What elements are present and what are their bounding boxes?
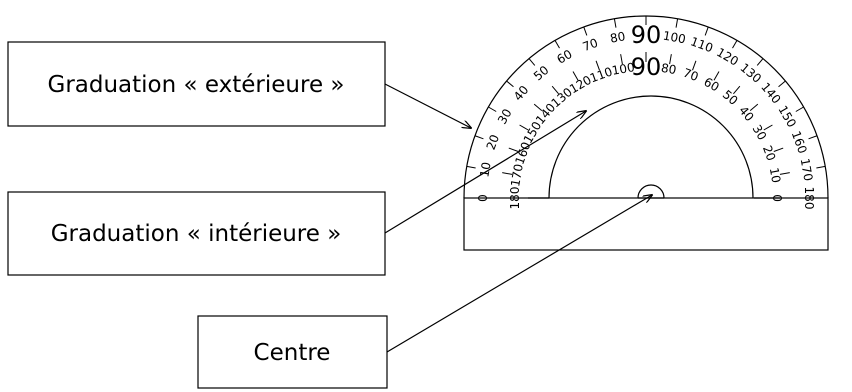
outer-tick-50 xyxy=(756,58,764,66)
protractor-inner-arc xyxy=(548,95,754,199)
outer-tick-130 xyxy=(528,58,536,66)
inner-tick-60 xyxy=(713,71,720,81)
inner-label-40: 40 xyxy=(736,103,757,124)
inner-tick-150 xyxy=(519,124,529,131)
inner-label-170: 170 xyxy=(508,163,526,188)
inner-tick-170 xyxy=(502,172,513,175)
outer-label-40: 40 xyxy=(511,83,532,104)
outer-tick-120 xyxy=(554,40,560,49)
inner-tick-120 xyxy=(572,71,579,81)
outer-label-170: 170 xyxy=(798,157,816,182)
inner-tick-40 xyxy=(749,103,759,111)
outer-tick-30 xyxy=(795,106,804,112)
inner-tick-30 xyxy=(763,124,773,131)
inner-tick-10 xyxy=(779,172,790,175)
inner-tick-110 xyxy=(595,60,600,71)
outer-label-120: 120 xyxy=(714,45,741,69)
arrow-inner xyxy=(384,111,586,234)
outer-label-110: 110 xyxy=(689,34,715,55)
label-outer-text: Graduation « extérieure » xyxy=(48,72,345,98)
outer-label-60: 60 xyxy=(554,47,574,67)
label-center-text: Centre xyxy=(254,340,331,366)
arrow-center xyxy=(386,195,652,353)
inner-label-100: 100 xyxy=(611,60,636,78)
inner-label-90: 90 xyxy=(631,53,662,81)
arrow-outer xyxy=(384,83,471,128)
outer-tick-60 xyxy=(732,40,738,49)
outer-label-130: 130 xyxy=(738,60,765,85)
inner-tick-70 xyxy=(692,60,697,71)
inner-label-70: 70 xyxy=(681,66,700,84)
inner-label-20: 20 xyxy=(760,144,778,163)
inner-label-180: 180 xyxy=(508,187,522,210)
protractor-center-mark xyxy=(637,184,665,199)
inner-label-80: 80 xyxy=(660,61,677,77)
tick-marks xyxy=(464,16,828,199)
outer-label-0: 0 xyxy=(476,194,490,202)
outer-tick-110 xyxy=(583,26,588,36)
inner-label-50: 50 xyxy=(720,87,741,108)
inner-tick-20 xyxy=(773,147,784,152)
label-box-center: Centre xyxy=(197,315,388,389)
outer-label-90: 90 xyxy=(631,21,662,49)
outer-tick-20 xyxy=(808,135,818,140)
inner-tick-100 xyxy=(620,54,623,65)
outer-label-70: 70 xyxy=(581,36,600,54)
inner-tick-160 xyxy=(508,147,519,152)
label-box-inner: Graduation « intérieure » xyxy=(7,191,386,276)
outer-label-20: 20 xyxy=(484,133,502,152)
outer-tick-70 xyxy=(704,26,709,36)
outer-tick-160 xyxy=(474,135,484,140)
outer-tick-170 xyxy=(466,165,476,169)
outer-label-140: 140 xyxy=(758,80,783,107)
outer-label-50: 50 xyxy=(531,63,552,84)
label-box-outer: Graduation « extérieure » xyxy=(7,41,386,127)
inner-label-60: 60 xyxy=(701,75,721,95)
outer-label-30: 30 xyxy=(495,106,515,126)
outer-tick-100 xyxy=(613,18,617,28)
inner-tick-140 xyxy=(533,103,543,111)
inner-tick-80 xyxy=(669,54,672,65)
outer-label-80: 80 xyxy=(609,29,626,45)
inner-label-10: 10 xyxy=(767,167,783,184)
outer-tick-10 xyxy=(816,165,826,169)
outer-tick-40 xyxy=(778,80,786,88)
outer-label-150: 150 xyxy=(775,103,799,130)
inner-label-0: 0 xyxy=(770,194,784,202)
pointer-arrows xyxy=(384,83,652,353)
outer-tick-80 xyxy=(675,18,679,28)
outer-tick-150 xyxy=(488,106,497,112)
outer-label-100: 100 xyxy=(662,29,687,47)
outer-tick-140 xyxy=(506,80,514,88)
outer-label-180: 180 xyxy=(802,187,816,210)
inner-tick-50 xyxy=(733,85,741,95)
label-inner-text: Graduation « intérieure » xyxy=(51,221,342,247)
inner-tick-130 xyxy=(551,85,559,95)
outer-label-160: 160 xyxy=(789,129,810,155)
inner-label-30: 30 xyxy=(750,122,770,142)
